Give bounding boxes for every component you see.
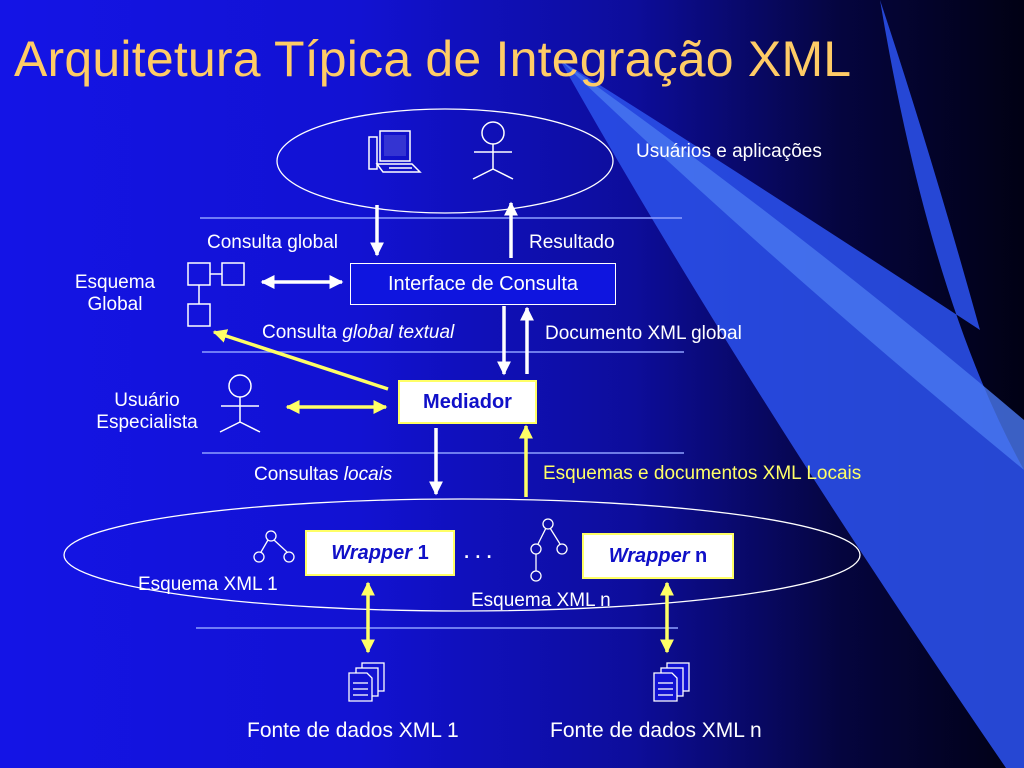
consulta-global-label: Consulta global <box>207 232 338 253</box>
wrapper-1-suffix: 1 <box>412 541 429 564</box>
users-ellipse <box>276 108 614 214</box>
user-icon <box>219 374 261 433</box>
user-icon <box>472 121 514 180</box>
esquemas-documentos-locais-label: Esquemas e documentos XML Locais <box>543 463 862 484</box>
fonte-dados-1-label: Fonte de dados XML 1 <box>247 719 459 742</box>
decorative-swoosh-highlight <box>560 60 1024 470</box>
esquema-global-label: Esquema Global <box>74 272 156 316</box>
usuarios-aplicacoes-label: Usuários e aplicações <box>636 141 822 162</box>
locais-italic: locais <box>343 464 393 485</box>
usuario-especialista-line1: Usuário <box>114 390 180 411</box>
wrapper-n-suffix: n <box>689 544 708 567</box>
resultado-label: Resultado <box>529 232 615 253</box>
wrapper-n-italic: Wrapper <box>608 544 690 567</box>
ellipsis-dots: ... <box>463 534 497 564</box>
wrapper-n-box: Wrapper n <box>582 533 734 579</box>
wrapper-1-italic: Wrapper <box>331 541 413 564</box>
decorative-swoosh <box>560 0 1024 768</box>
esquema-xml-n-label: Esquema XML n <box>471 590 611 611</box>
documento-xml-global-label: Documento XML global <box>545 323 742 344</box>
usuario-especialista-line2: Especialista <box>96 411 198 433</box>
esquema-xml-1-label: Esquema XML 1 <box>138 574 278 595</box>
interface-consulta-box: Interface de Consulta <box>350 263 616 305</box>
document-stack-icon <box>348 662 385 702</box>
document-stack-icon <box>653 662 690 702</box>
fonte-dados-n-label: Fonte de dados XML n <box>550 719 762 742</box>
mediador-box: Mediador <box>398 380 537 424</box>
consultas-locais-label: Consultas locais <box>254 464 392 486</box>
consulta-global-textual-label: Consulta global textual <box>262 322 454 344</box>
computer-icon <box>368 130 422 173</box>
tree-icon <box>253 530 295 563</box>
esquema-global-line2: Global <box>87 293 143 315</box>
consultas-prefix: Consultas <box>254 464 344 485</box>
schema-icon <box>187 262 245 327</box>
global-textual-italic: global textual <box>342 322 455 343</box>
esquema-global-line1: Esquema <box>74 272 156 293</box>
page-title: Arquitetura Típica de Integração XML <box>14 31 852 87</box>
consulta-prefix: Consulta <box>262 322 343 343</box>
tree-icon <box>530 518 568 582</box>
wrapper-1-box: Wrapper 1 <box>305 530 455 576</box>
wrappers-ellipse <box>63 498 861 612</box>
usuario-especialista-label: Usuário Especialista <box>80 390 214 434</box>
mediador-esquema-arrow <box>212 329 389 391</box>
